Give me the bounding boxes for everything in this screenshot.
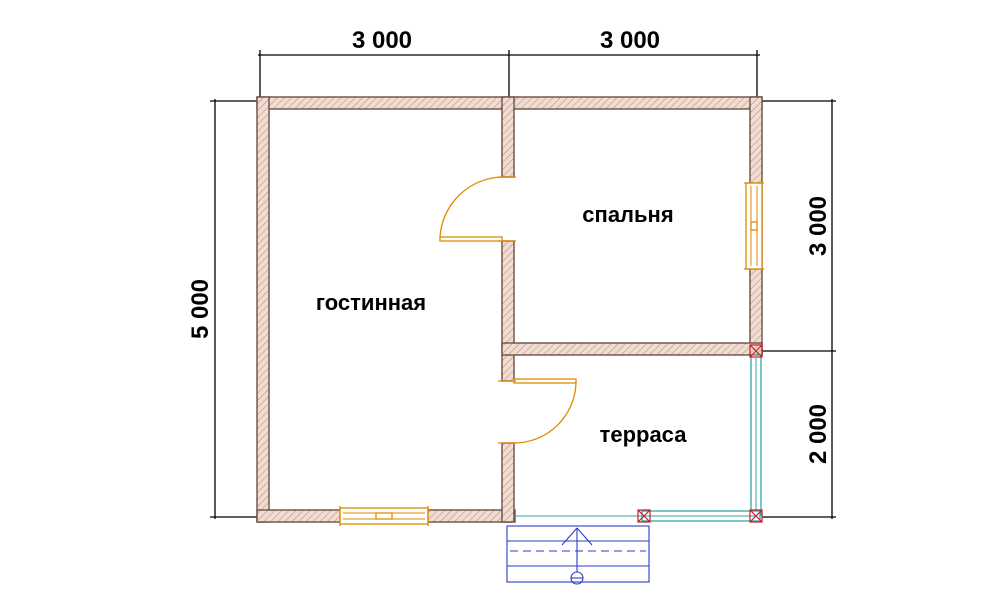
dim-left-label: 5 000 (187, 279, 214, 339)
window-living-room (339, 506, 429, 526)
dimension-top: 3 000 3 000 (258, 27, 760, 97)
dimension-right: 3 000 2 000 (762, 99, 836, 519)
window-bedroom (744, 182, 764, 270)
room-label-terrace: терраса (600, 422, 688, 447)
room-label-bedroom: спальня (582, 202, 673, 227)
room-label-living-room: гостинная (316, 290, 426, 315)
dimension-left: 5 000 (187, 99, 257, 519)
terrace-posts (637, 344, 763, 523)
entrance-stair (506, 525, 650, 585)
dim-right-upper-label: 3 000 (805, 196, 832, 256)
dim-top-left-label: 3 000 (352, 27, 412, 54)
dim-right-lower-label: 2 000 (805, 404, 832, 464)
dim-top-right-label: 3 000 (600, 27, 660, 54)
terrace-railing (514, 354, 762, 522)
door-terrace (498, 378, 577, 444)
door-bedroom (439, 176, 516, 242)
